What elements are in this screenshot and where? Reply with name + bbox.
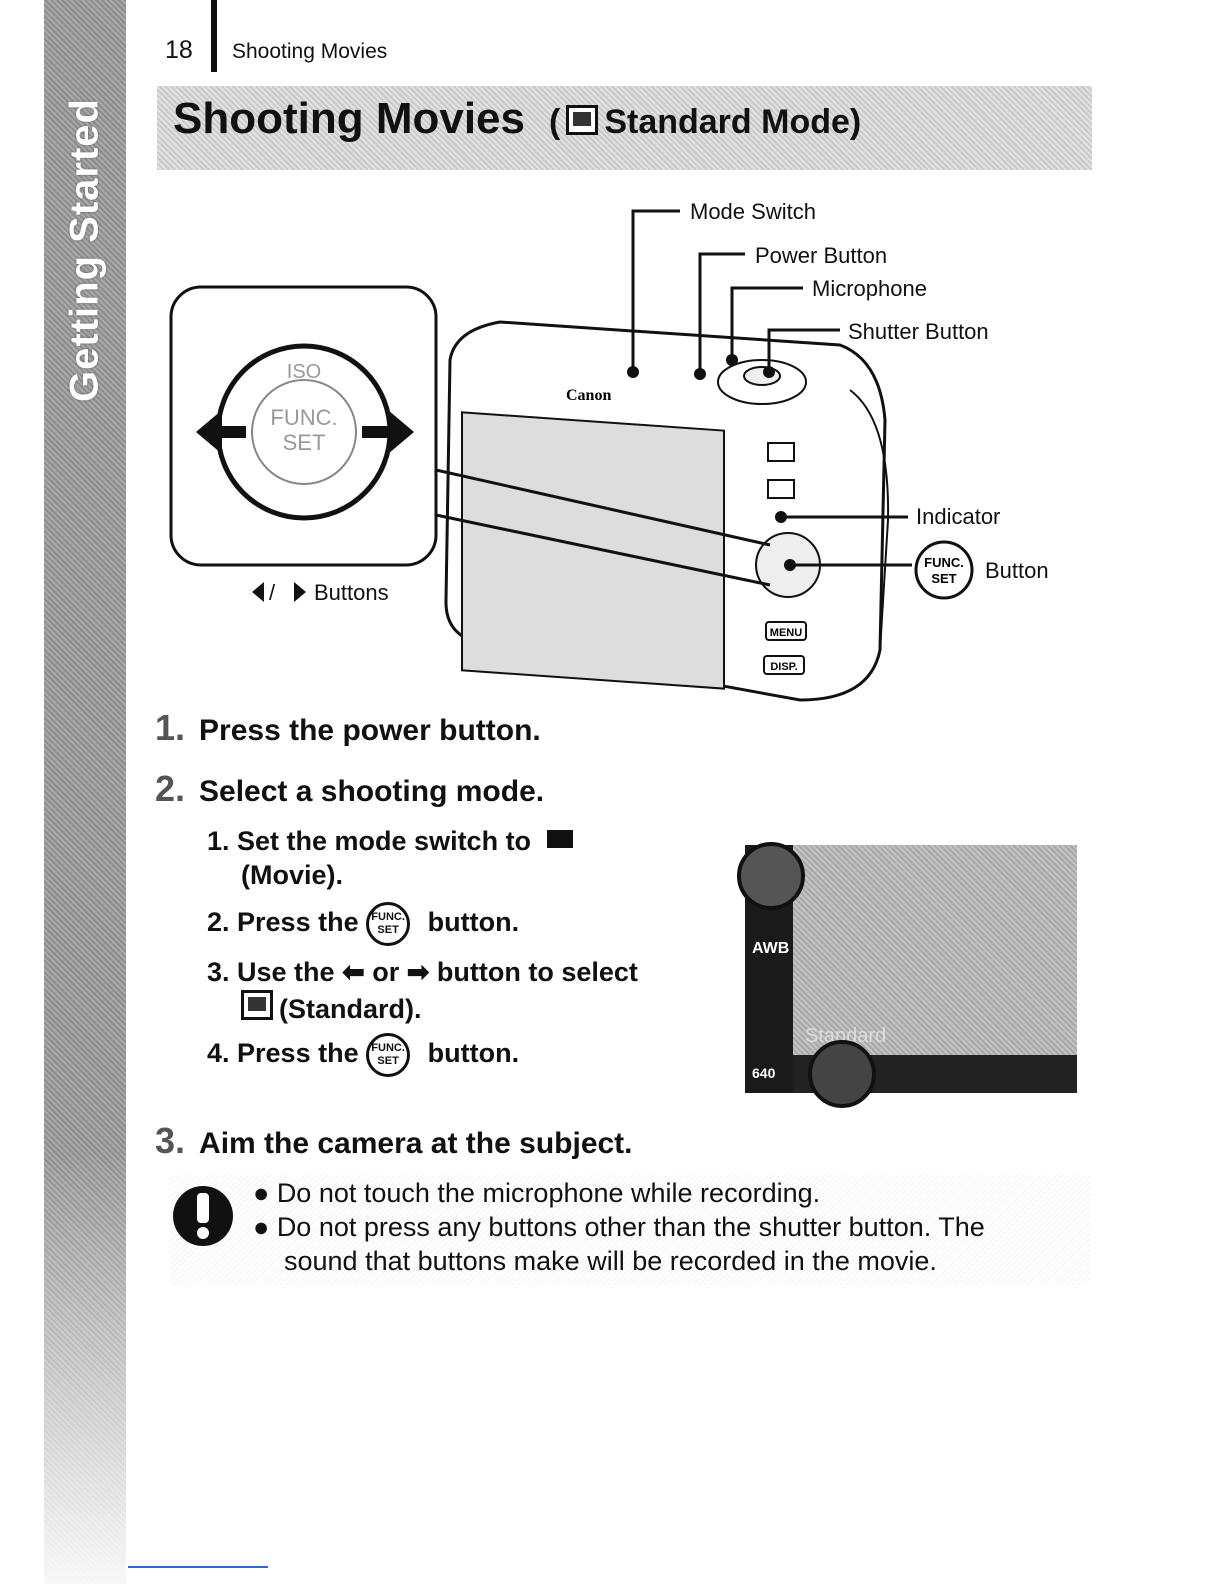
callout-func-button: Button — [985, 558, 1049, 583]
left-arrow-inline-icon: ⬅ — [342, 957, 365, 987]
caution-box — [170, 1175, 1090, 1285]
footer-link-line — [128, 1566, 268, 1568]
right-arrow-inline-icon: ➡ — [406, 957, 430, 987]
substep-1: 1. Set the mode switch to — [207, 826, 573, 857]
callout-shutter-button: Shutter Button — [848, 319, 989, 344]
right-arrow-small-icon — [294, 582, 306, 602]
camera-brand: Canon — [566, 387, 611, 404]
svg-text:MENU: MENU — [770, 627, 802, 639]
movie-mode-highlight-icon — [737, 842, 805, 910]
lcd-size-label: 640 — [752, 1065, 776, 1081]
callout-mode-switch: Mode Switch — [690, 199, 816, 224]
left-arrow-small-icon — [252, 582, 264, 602]
running-title: Shooting Movies — [232, 40, 388, 63]
dial-func-label: FUNC. — [270, 405, 337, 430]
title-band — [157, 86, 1092, 170]
substep-3-cont: (Standard). — [241, 990, 422, 1025]
title-subtitle: (Standard Mode) — [549, 103, 862, 141]
movie-mode-icon — [546, 830, 573, 848]
func-set-icon-inline: FUNC.SET — [366, 902, 411, 946]
step-1: 1.Press the power button. — [155, 707, 541, 748]
dial-set-label: SET — [283, 430, 326, 455]
caution-icon — [173, 1186, 233, 1246]
page-title: Shooting Movies (Standard Mode) — [173, 94, 861, 144]
camera-diagram: ISO FUNC. SET Canon MENU DISP. FUNC. SET — [169, 209, 974, 702]
func-set-ring — [251, 379, 357, 485]
substep-3: 3. Use the ⬅ or ➡ button to select — [207, 957, 638, 987]
standard-mode-inline-icon — [241, 990, 273, 1020]
step-2: 2.Select a shooting mode. — [155, 768, 545, 809]
svg-text:SET: SET — [931, 571, 956, 586]
callout-microphone: Microphone — [812, 276, 927, 301]
func-set-icon-inline-2: FUNC.SET — [366, 1033, 411, 1077]
callout-power-button: Power Button — [755, 243, 888, 268]
left-arrow-icon — [196, 410, 222, 454]
header-divider — [211, 0, 217, 72]
lcd-standard-label: Standard — [805, 1025, 887, 1047]
substep-2: 2. Press the FUNC.SET button. — [207, 902, 519, 946]
func-set-icon — [914, 540, 974, 600]
substep-1-cont: (Movie). — [241, 860, 344, 890]
side-tab-fade — [44, 1150, 126, 1584]
callout-indicator: Indicator — [916, 504, 1001, 529]
standard-mode-highlight-icon — [808, 1040, 876, 1108]
dial-inset-box — [169, 285, 438, 567]
substep-4: 4. Press the FUNC.SET button. — [207, 1033, 519, 1077]
right-arrow-icon — [388, 410, 414, 454]
dial-iso-label: ISO — [287, 361, 321, 383]
lcd-awb-label: AWB — [752, 940, 790, 957]
title-main: Shooting Movies — [173, 94, 525, 143]
page-number: 18 — [165, 36, 193, 64]
callout-arrow-buttons: Buttons — [314, 580, 389, 605]
step-3: 3.Aim the camera at the subject. — [155, 1120, 633, 1161]
standard-mode-icon — [566, 105, 599, 135]
warning-1: ● Do not touch the microphone while reco… — [253, 1178, 821, 1208]
svg-text:DISP.: DISP. — [770, 661, 797, 673]
callout-arrow-separator: / — [269, 580, 276, 605]
warning-2-cont: sound that buttons make will be recorded… — [284, 1246, 937, 1276]
camera-lcd — [461, 411, 725, 690]
warning-2: ● Do not press any buttons other than th… — [253, 1212, 985, 1242]
svg-text:FUNC.: FUNC. — [924, 555, 964, 570]
